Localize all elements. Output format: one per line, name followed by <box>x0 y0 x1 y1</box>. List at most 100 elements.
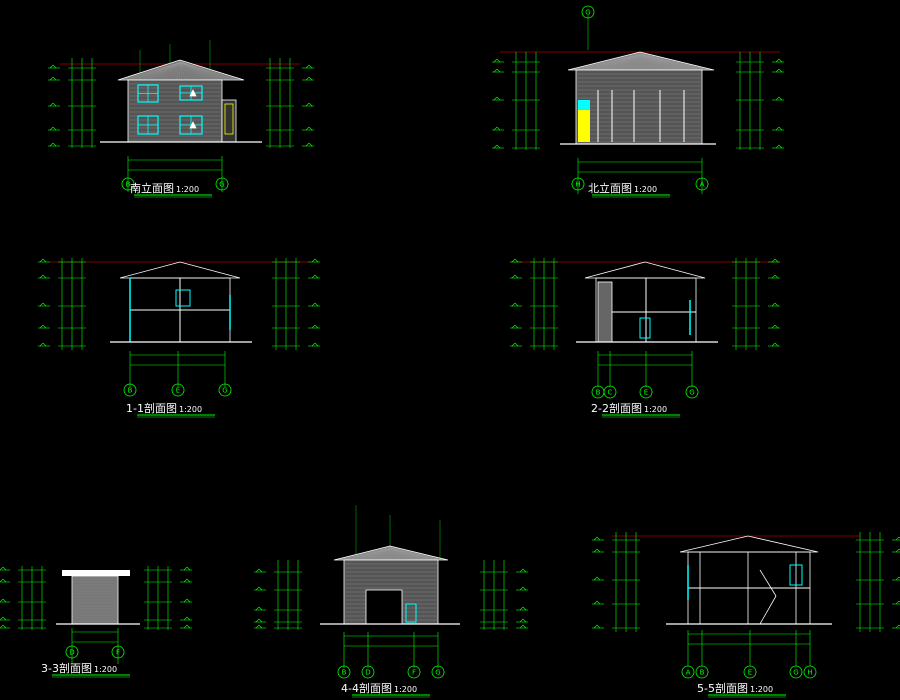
axis-label: G <box>222 387 227 395</box>
roof-hatch <box>180 61 186 81</box>
roof-hatch <box>390 547 396 561</box>
level-mark <box>493 68 498 73</box>
level-mark <box>493 58 498 63</box>
axis-label: F <box>412 669 416 677</box>
drawing-title: 3-3剖面图 <box>41 661 92 675</box>
level-mark <box>895 576 900 581</box>
roof-hatch <box>180 61 189 81</box>
level-mark <box>311 258 316 263</box>
roof-hatch <box>640 53 684 71</box>
axis-label: H <box>575 181 580 189</box>
level-mark <box>308 126 313 131</box>
level-mark <box>255 618 260 623</box>
level-mark <box>2 598 7 603</box>
roof-hatch <box>595 53 642 71</box>
level-mark <box>778 68 783 73</box>
axis-label: E <box>176 387 180 395</box>
level-mark <box>596 548 601 553</box>
roof-hatch <box>180 61 231 81</box>
roof-hatch <box>133 61 182 81</box>
roof-hatch <box>180 61 225 81</box>
roof-hatch <box>390 547 408 561</box>
building-layer <box>56 51 832 625</box>
roof-hatch <box>610 53 642 71</box>
roof-hatch <box>640 53 678 71</box>
level-mark <box>305 142 310 147</box>
level-mark <box>593 600 598 605</box>
roof-hatch <box>640 53 681 71</box>
drawing-scale: 1:200 <box>644 405 667 414</box>
door-opening <box>639 317 651 339</box>
level-mark <box>314 342 319 347</box>
roof-outline <box>119 261 241 279</box>
roof-hatch <box>370 547 392 561</box>
level-mark <box>49 142 54 147</box>
level-mark <box>49 126 54 131</box>
stair-flight <box>759 595 777 625</box>
axis-label: A <box>700 181 705 189</box>
drawing-title: 南立面图 <box>130 181 174 195</box>
level-mark <box>311 302 316 307</box>
level-mark <box>0 598 4 603</box>
level-mark <box>775 144 780 149</box>
level-mark <box>2 578 7 583</box>
level-mark <box>314 258 319 263</box>
level-mark <box>305 126 310 131</box>
roof-hatch <box>379 547 392 561</box>
level-mark <box>519 606 524 611</box>
roof-hatch <box>388 547 392 561</box>
level-mark <box>519 618 524 623</box>
level-mark <box>514 342 519 347</box>
level-mark <box>42 258 47 263</box>
level-mark <box>771 258 776 263</box>
level-mark <box>305 102 310 107</box>
level-mark <box>2 566 7 571</box>
axis-bubble <box>603 385 617 399</box>
level-mark <box>778 126 783 131</box>
roof-hatch <box>180 61 219 81</box>
roof-hatch <box>157 61 182 81</box>
drawing-title: 5-5剖面图 <box>697 681 748 695</box>
roof-hatch <box>169 61 182 81</box>
roof-hatch <box>613 53 642 71</box>
level-mark <box>774 342 779 347</box>
axis-bubble <box>695 665 709 679</box>
roof-hatch <box>619 53 642 71</box>
window <box>789 564 803 586</box>
roof-hatch <box>180 61 213 81</box>
roof-hatch <box>178 61 182 81</box>
level-mark <box>52 142 57 147</box>
roof-hatch <box>616 53 642 71</box>
roof-hatch <box>640 53 666 71</box>
roof-hatch <box>640 53 669 71</box>
level-mark <box>596 536 601 541</box>
stair-flight <box>759 569 777 597</box>
roof-hatch <box>180 61 222 81</box>
axis-bubble <box>215 177 229 191</box>
level-mark <box>186 598 191 603</box>
level-mark <box>42 302 47 307</box>
level-mark <box>514 274 519 279</box>
roof-hatch <box>640 53 651 71</box>
roof-hatch <box>160 61 182 81</box>
level-mark <box>308 142 313 147</box>
window <box>578 100 590 110</box>
roof-hatch <box>180 61 183 81</box>
roof-hatch <box>640 53 660 71</box>
axis-label: G <box>793 669 798 677</box>
level-mark <box>49 102 54 107</box>
level-mark <box>258 606 263 611</box>
roof-hatch <box>352 547 392 561</box>
level-mark <box>496 144 501 149</box>
roof-hatch <box>367 547 392 561</box>
level-mark <box>895 600 900 605</box>
level-mark <box>519 568 524 573</box>
level-mark <box>496 58 501 63</box>
roof-hatch <box>598 53 642 71</box>
roof-hatch <box>390 547 417 561</box>
axis-label: D <box>69 649 74 657</box>
level-mark <box>496 68 501 73</box>
level-mark <box>2 624 7 629</box>
roof-hatch <box>175 61 182 81</box>
